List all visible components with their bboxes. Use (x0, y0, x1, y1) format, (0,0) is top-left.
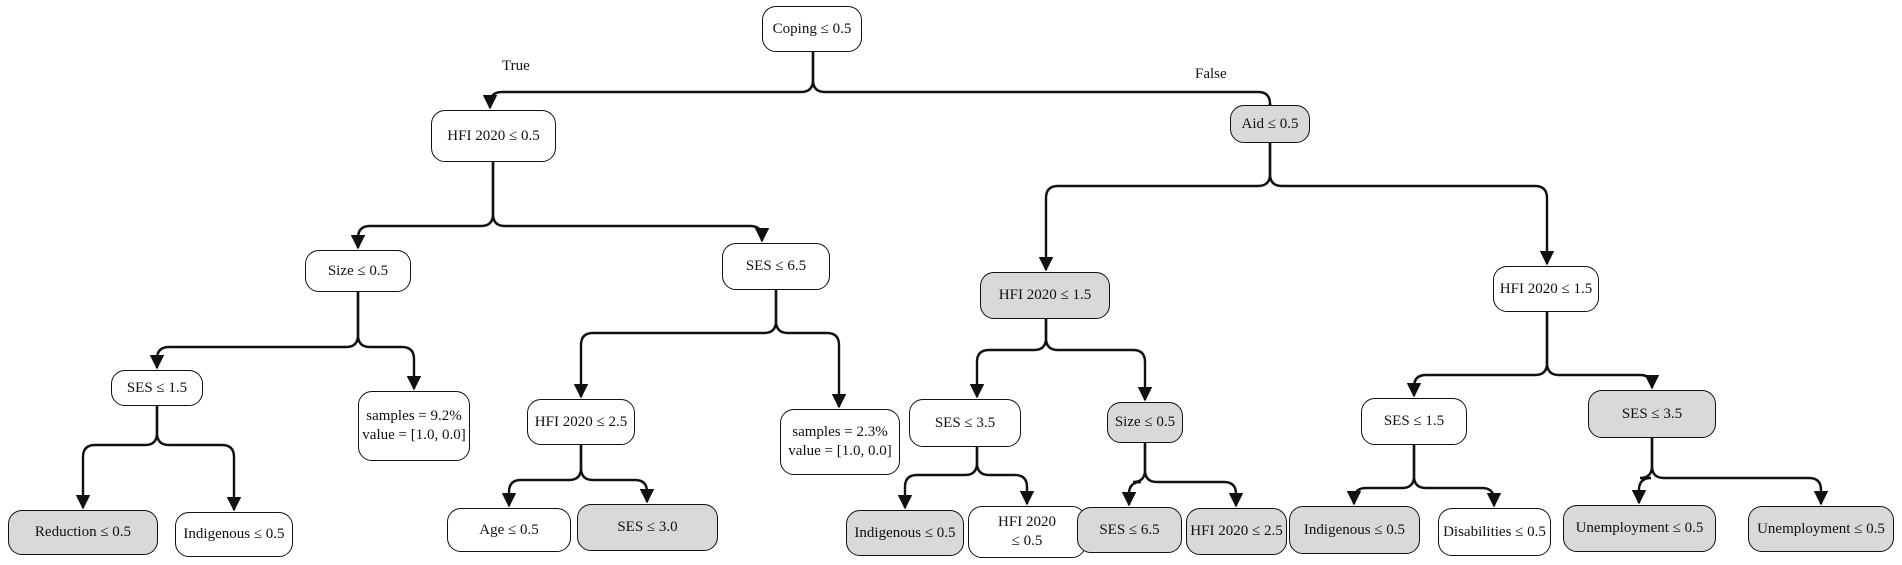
edge-arrow (975, 447, 1035, 506)
false-branch-label: False (1195, 66, 1227, 82)
node-age: Age ≤ 0.5 (447, 508, 571, 552)
edge-arrow (149, 292, 360, 370)
node-indigenous-3: Indigenous ≤ 0.5 (1289, 506, 1420, 554)
edge-arrow (969, 319, 1048, 399)
edge-arrow (1346, 445, 1416, 506)
edge-arrow (1121, 443, 1147, 507)
node-hfi-2020-0-5-leaf: HFI 2020 ≤ 0.5 (968, 506, 1086, 558)
edge-arrow (1650, 438, 1829, 506)
edge-arrow (356, 292, 422, 391)
node-ses-1-5-left: SES ≤ 1.5 (111, 370, 203, 406)
leaf-samples-2-3: samples = 2.3% value = [1.0, 0.0] (780, 409, 900, 475)
edge-arrow (1038, 143, 1272, 272)
node-hfi-2020-1-5-left: HFI 2020 ≤ 1.5 (980, 272, 1110, 319)
edge-arrow (491, 162, 770, 243)
edge-arrow (482, 52, 815, 110)
edge-arrow (501, 445, 583, 508)
node-ses-1-5-right: SES ≤ 1.5 (1361, 398, 1467, 445)
node-ses-6-5: SES ≤ 6.5 (722, 243, 830, 290)
leaf-value-line: value = [1.0, 0.0] (362, 427, 466, 443)
edge-arrow (1545, 312, 1660, 390)
node-ses-3-0: SES ≤ 3.0 (577, 504, 718, 551)
node-hfi-2020-2-5-shaded: HFI 2020 ≤ 2.5 (1186, 508, 1287, 555)
node-indigenous-1: Indigenous ≤ 0.5 (175, 512, 293, 557)
node-hfi-2020-1-5-right: HFI 2020 ≤ 1.5 (1493, 266, 1599, 312)
true-branch-label: True (502, 58, 530, 74)
node-hfi-2020-2-5: HFI 2020 ≤ 2.5 (527, 399, 635, 445)
edge-arrow (573, 290, 778, 399)
leaf-samples-line: samples = 2.3% (792, 424, 888, 441)
node-ses-3-5-right: SES ≤ 3.5 (1588, 390, 1716, 438)
edge-arrow (811, 52, 1278, 116)
node-hfi-2020-0-5: HFI 2020 ≤ 0.5 (431, 110, 556, 162)
node-indigenous-2: Indigenous ≤ 0.5 (846, 510, 964, 556)
leaf-line: HFI 2020 (998, 514, 1056, 531)
edge-arrow (1406, 312, 1549, 398)
node-disabilities: Disabilities ≤ 0.5 (1438, 508, 1551, 556)
edge-arrow (350, 162, 495, 250)
node-root-coping: Coping ≤ 0.5 (762, 6, 862, 52)
edge-arrow (75, 406, 159, 510)
edge-arrow (579, 445, 655, 504)
edge-arrow (897, 447, 979, 510)
node-ses-3-5-left: SES ≤ 3.5 (909, 399, 1021, 447)
leaf-samples-line: samples = 9.2% (366, 408, 462, 425)
node-reduction: Reduction ≤ 0.5 (8, 510, 158, 555)
node-size-0-5-shaded: Size ≤ 0.5 (1107, 402, 1183, 443)
node-unemployment-2: Unemployment ≤ 0.5 (1748, 506, 1894, 552)
leaf-samples-9-2: samples = 9.2% value = [1.0, 0.0] (358, 391, 470, 461)
edge-arrow (1631, 438, 1654, 505)
edge-arrow (155, 406, 242, 512)
edge-arrow (1143, 443, 1244, 508)
node-size-0-5: Size ≤ 0.5 (305, 250, 411, 292)
edge-arrow (1268, 143, 1555, 266)
leaf-line: ≤ 0.5 (1011, 533, 1043, 549)
edge-arrow (774, 290, 847, 409)
leaf-value-line: value = [1.0, 0.0] (788, 443, 892, 459)
edge-arrow (1044, 319, 1153, 402)
node-unemployment-1: Unemployment ≤ 0.5 (1563, 505, 1716, 552)
node-ses-6-5-shaded: SES ≤ 6.5 (1077, 507, 1182, 553)
node-aid: Aid ≤ 0.5 (1230, 105, 1310, 143)
edge-arrow (1412, 445, 1502, 508)
